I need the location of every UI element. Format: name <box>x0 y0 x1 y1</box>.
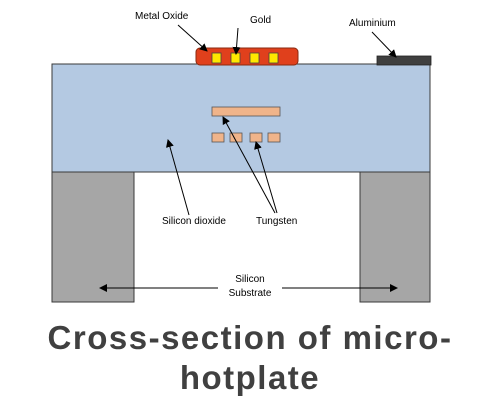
caption-line-2: hotplate <box>179 359 321 396</box>
silicon-substrate-right <box>359 171 431 303</box>
diagram-caption: Cross-section of micro- hotplate <box>0 318 500 398</box>
silicon-substrate-left <box>51 171 135 303</box>
gold-electrode <box>268 52 279 64</box>
silicon-dioxide-arrow <box>166 139 190 216</box>
tungsten-label: Tungsten <box>256 216 297 227</box>
tungsten-heater-bar <box>211 106 281 117</box>
silicon-substrate-label-line2: Substrate <box>229 288 272 299</box>
silicon-dioxide-label: Silicon dioxide <box>162 216 226 227</box>
silicon-substrate-label-line1: Silicon <box>235 274 264 285</box>
tungsten-arrow-top <box>222 116 276 214</box>
caption-line-1: Cross-section of micro- <box>47 319 453 356</box>
tungsten-arrow-bottom <box>254 141 278 214</box>
tungsten-heater-segment <box>267 132 281 143</box>
metal-oxide-layer <box>195 47 299 66</box>
gold-label: Gold <box>250 15 271 26</box>
aluminium-label: Aluminium <box>349 18 396 29</box>
aluminium-contact <box>376 55 432 66</box>
aluminium-arrow <box>371 31 397 58</box>
metal-oxide-label: Metal Oxide <box>135 11 189 22</box>
metal-oxide-arrow <box>177 24 208 52</box>
tungsten-heater-segment <box>211 132 225 143</box>
silicon-dioxide-layer <box>51 63 431 173</box>
tungsten-heater-segment <box>249 132 263 143</box>
gold-arrow <box>232 27 241 55</box>
gold-electrode <box>249 52 260 64</box>
gold-electrode <box>230 52 241 64</box>
micro-hotplate-diagram: Metal Oxide Gold Aluminium Silicon dioxi… <box>51 11 432 303</box>
gold-electrode <box>211 52 222 64</box>
